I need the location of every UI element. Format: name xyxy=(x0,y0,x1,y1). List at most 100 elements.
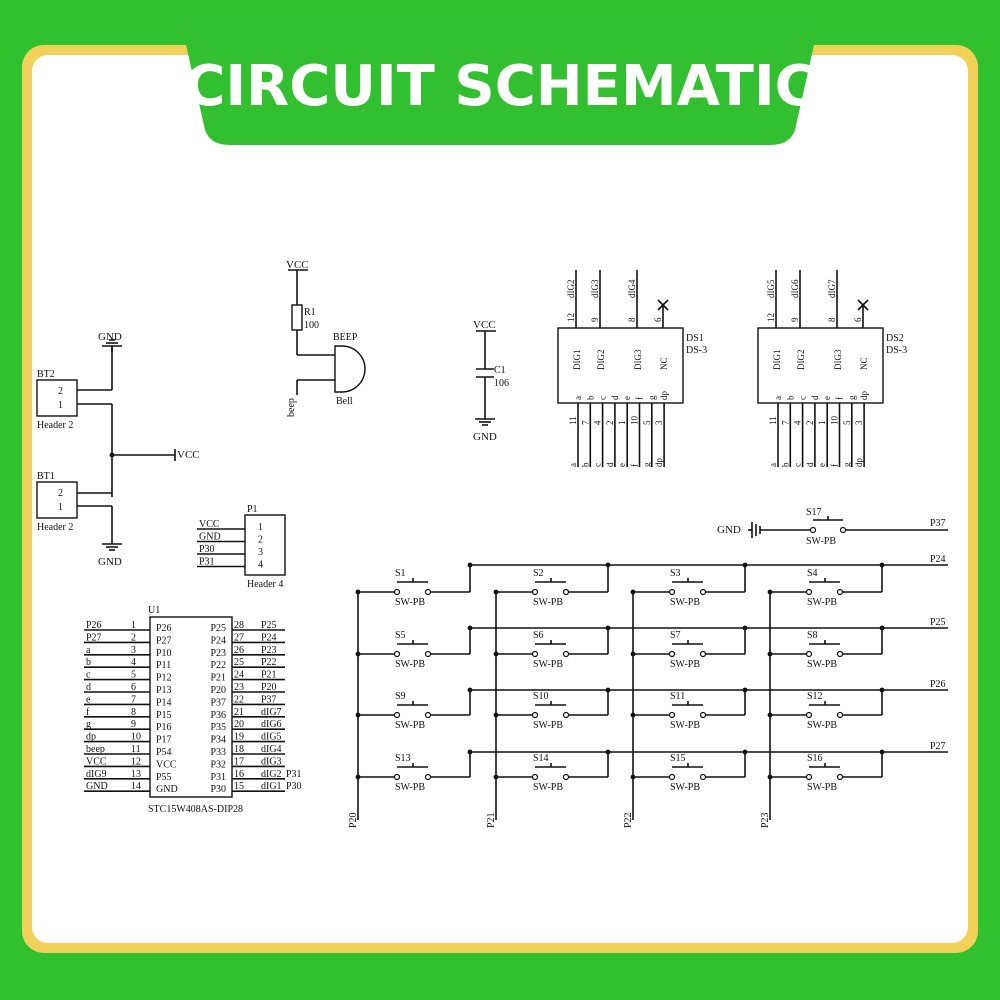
switch-type: SW-PB xyxy=(807,659,837,670)
ds2-body-bottom-label: g xyxy=(847,395,857,400)
ds1-top-net: dIG2 xyxy=(566,280,576,299)
ds2-bottom-pin: 2 xyxy=(805,421,815,426)
switch-ref: S1 xyxy=(395,568,406,579)
switch-contact xyxy=(668,650,676,658)
switch-type: SW-PB xyxy=(533,659,563,670)
switch-contact xyxy=(531,588,539,596)
ds1-bottom-pin: 7 xyxy=(580,420,590,425)
junction-dot xyxy=(767,651,773,657)
ds1-body-bottom-label: c xyxy=(598,396,608,400)
mcu-left-name: P15 xyxy=(156,710,172,721)
mcu-right-pin: 20 xyxy=(234,719,244,730)
mcu-left-pin: 7 xyxy=(131,694,136,705)
junction-dot xyxy=(467,749,473,755)
mcu-left-net: VCC xyxy=(86,756,107,767)
mcu-left-net: a xyxy=(86,645,91,656)
switch-contact xyxy=(699,773,707,781)
bt1-type: Header 2 xyxy=(37,522,73,533)
mcu-left-net: GND xyxy=(86,781,108,792)
p1-pin: 4 xyxy=(258,560,263,571)
mcu-left-pin: 9 xyxy=(131,719,136,730)
switch-contact xyxy=(668,711,676,719)
switch-ref: S11 xyxy=(670,691,685,702)
junction-dot xyxy=(605,687,611,693)
switch-contact xyxy=(562,588,570,596)
ds2-bottom-net: b xyxy=(780,462,790,467)
mcu-left-pin: 6 xyxy=(131,682,136,693)
ds2-body-bottom-label: dp xyxy=(859,391,869,401)
mcu-left-net: d xyxy=(86,682,91,693)
mcu-left-net: dIG9 xyxy=(86,769,107,780)
ds1-body-bottom-label: e xyxy=(622,396,632,400)
col-net: P23 xyxy=(760,812,771,828)
vcc-label: VCC xyxy=(286,259,309,271)
mcu-right-pin: 16 xyxy=(234,769,244,780)
ds1-top-pin: 8 xyxy=(627,317,637,322)
mcu-right-net: dIG3 xyxy=(261,756,282,767)
switch-contact xyxy=(699,711,707,719)
mcu-right-name: P30 xyxy=(210,784,226,795)
panel xyxy=(32,55,968,943)
switch-type: SW-PB xyxy=(807,720,837,731)
junction-dot xyxy=(630,589,636,595)
bell-buzzer xyxy=(334,345,366,393)
bt2-pin2: 2 xyxy=(58,386,63,397)
switch-contact xyxy=(839,526,847,534)
switch-type: SW-PB xyxy=(670,659,700,670)
mcu-right-pin: 21 xyxy=(234,707,244,718)
row-net: P24 xyxy=(930,554,946,565)
switch-ref: S10 xyxy=(533,691,549,702)
bt2-header xyxy=(36,379,78,417)
mcu-right-net: P24 xyxy=(261,632,277,643)
ds1-top-pin: 6 xyxy=(653,317,663,322)
mcu-left-name: P11 xyxy=(156,660,171,671)
mcu-right-name: P23 xyxy=(210,648,226,659)
junction-dot xyxy=(355,774,361,780)
mcu-right-net: P20 xyxy=(261,682,277,693)
ds2-body-bottom-label: d xyxy=(810,395,820,400)
mcu-right-net: P37 xyxy=(261,694,277,705)
switch-ref: S12 xyxy=(807,691,823,702)
mcu-right-pin: 22 xyxy=(234,694,244,705)
switch-ref: S9 xyxy=(395,691,406,702)
junction-dot xyxy=(493,774,499,780)
ds1-body-bottom-label: a xyxy=(573,396,583,400)
ds1-body xyxy=(557,327,684,404)
bt1-ref: BT1 xyxy=(37,471,55,482)
buzzer-type: Bell xyxy=(336,396,353,407)
mcu-right-name: P24 xyxy=(210,635,226,646)
mcu-left-pin: 12 xyxy=(131,756,141,767)
mcu-left-pin: 8 xyxy=(131,707,136,718)
switch-contact xyxy=(699,588,707,596)
junction-dot xyxy=(767,712,773,718)
switch-contact xyxy=(809,526,817,534)
ds2-bottom-net: g xyxy=(842,462,852,467)
mcu-left-pin: 5 xyxy=(131,670,136,681)
switch-ref: S6 xyxy=(533,630,544,641)
switch-type: SW-PB xyxy=(395,597,425,608)
p1-header xyxy=(244,514,286,576)
junction-dot xyxy=(879,749,885,755)
ds2-top-pin: 9 xyxy=(790,317,800,322)
switch-type: SW-PB xyxy=(670,782,700,793)
mcu-extra-net: P31 xyxy=(286,769,302,780)
ds1-bottom-net: dp xyxy=(654,458,664,468)
row-net: P26 xyxy=(930,679,946,690)
mcu-right-net: P25 xyxy=(261,620,277,631)
switch-ref: S14 xyxy=(533,753,549,764)
junction-dot xyxy=(742,749,748,755)
mcu-right-net: P22 xyxy=(261,657,277,668)
switch-contact xyxy=(699,650,707,658)
ds2-body-top-label: NC xyxy=(859,357,869,370)
switch-type: SW-PB xyxy=(395,782,425,793)
ds1-bottom-pin: 2 xyxy=(605,421,615,426)
title-banner xyxy=(180,18,820,145)
mcu-left-name: P16 xyxy=(156,722,172,733)
mcu-left-name: P10 xyxy=(156,648,172,659)
p1-type: Header 4 xyxy=(247,579,283,590)
ds1-bottom-net: g xyxy=(642,462,652,467)
ds1-bottom-pin: 4 xyxy=(593,420,603,425)
buzzer-ref: BEEP xyxy=(333,332,358,343)
ds1-bottom-net: c xyxy=(593,463,603,467)
